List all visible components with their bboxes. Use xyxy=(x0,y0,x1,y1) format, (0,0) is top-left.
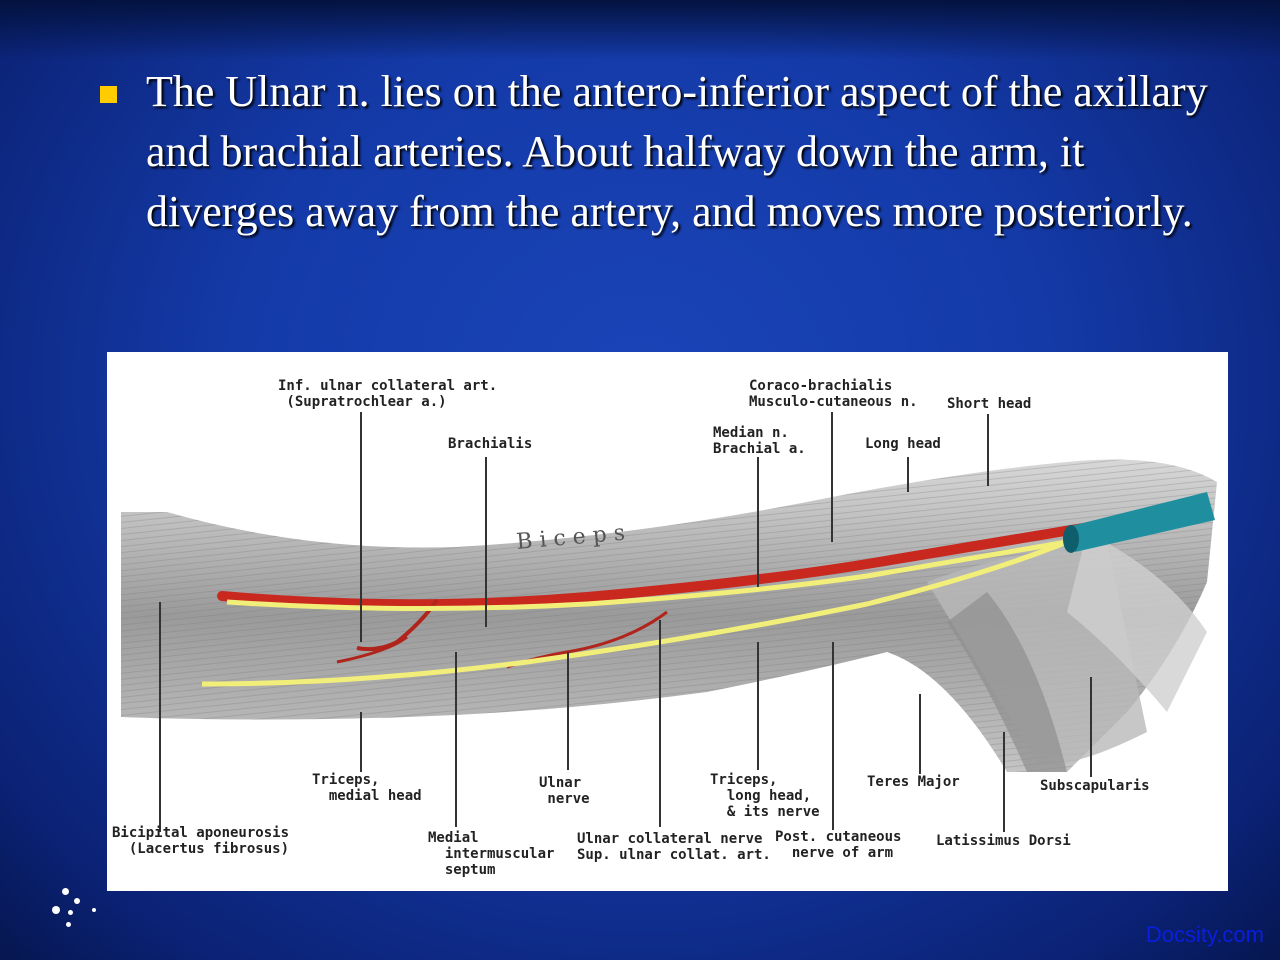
top-gradient xyxy=(0,0,1280,60)
label-ulnar-collateral-nerve: Ulnar collateral nerve Sup. ulnar collat… xyxy=(577,831,771,863)
label-inf-ulnar-collateral: Inf. ulnar collateral art. (Supratrochle… xyxy=(278,378,498,410)
leader-line xyxy=(987,414,989,486)
label-short-head: Short head xyxy=(947,396,1032,412)
leader-line xyxy=(907,457,909,492)
label-triceps-medial-head: Triceps, medial head xyxy=(312,772,422,804)
leader-line xyxy=(757,457,759,587)
bullet-text: The Ulnar n. lies on the antero-inferior… xyxy=(146,67,1208,236)
leader-line xyxy=(485,457,487,627)
decorative-dots-icon xyxy=(48,884,108,934)
leader-line xyxy=(832,642,834,830)
leader-line xyxy=(659,620,661,827)
bullet-square-icon xyxy=(100,86,117,103)
leader-line xyxy=(159,602,161,832)
label-medial-intermuscular-septum: Medial intermuscular septum xyxy=(428,830,555,878)
leader-line xyxy=(360,712,362,772)
leader-line xyxy=(567,652,569,770)
arm-illustration: B i c e p s xyxy=(121,459,1217,772)
leader-line xyxy=(1003,732,1005,832)
label-median-nerve: Median n. Brachial a. xyxy=(713,425,806,457)
label-latissimus-dorsi: Latissimus Dorsi xyxy=(936,833,1071,849)
label-brachialis: Brachialis xyxy=(448,436,533,452)
leader-line xyxy=(455,652,457,827)
leader-line xyxy=(919,694,921,774)
label-coraco-brachialis: Coraco-brachialis Musculo-cutaneous n. xyxy=(749,378,918,410)
anatomy-figure: B i c e p s Inf. ulnar collateral art. (… xyxy=(107,352,1228,891)
label-post-cutaneous-nerve: Post. cutaneous nerve of arm xyxy=(775,829,902,861)
leader-line xyxy=(757,642,759,770)
label-triceps-long-head: Triceps, long head, & its nerve xyxy=(710,772,820,820)
leader-line xyxy=(360,412,362,642)
docsity-watermark: Docsity.com xyxy=(1145,922,1264,947)
label-long-head: Long head xyxy=(865,436,941,452)
leader-line xyxy=(1090,677,1092,777)
label-ulnar-nerve: Ulnar nerve xyxy=(539,775,590,807)
label-subscapularis: Subscapularis xyxy=(1040,778,1150,794)
label-bicipital-aponeurosis: Bicipital aponeurosis (Lacertus fibrosus… xyxy=(112,825,290,857)
label-teres-major: Teres Major xyxy=(867,774,960,790)
leader-line xyxy=(831,412,833,542)
